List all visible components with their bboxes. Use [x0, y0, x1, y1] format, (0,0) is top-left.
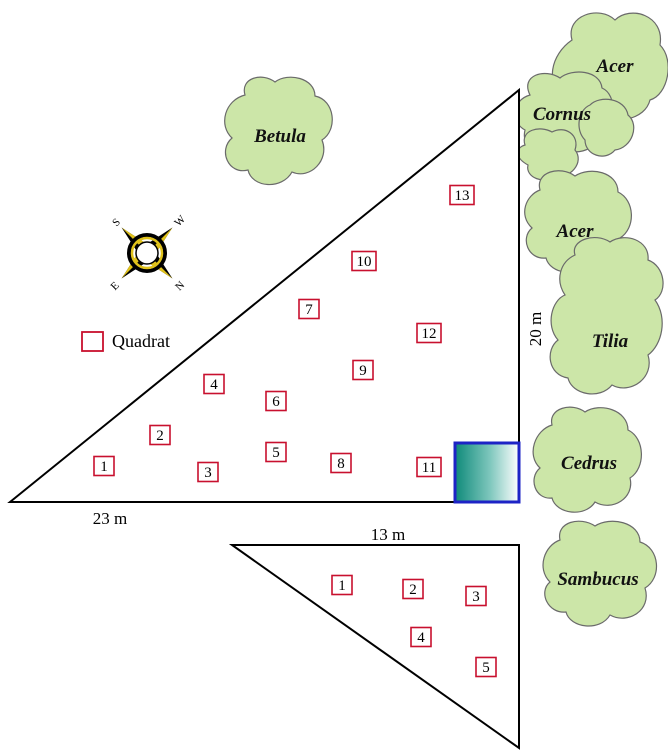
tree-label: Sambucus — [557, 569, 638, 590]
quadrat-box — [149, 424, 171, 446]
quadrat-label: 3 — [204, 465, 212, 481]
quadrat-5: 5 — [265, 441, 287, 463]
large-plot — [7, 87, 520, 503]
quadrat-box — [465, 585, 487, 607]
tree-label: Cedrus — [561, 453, 617, 474]
quadrat-label: 2 — [409, 582, 417, 598]
quadrat-label: 4 — [417, 630, 425, 646]
compass-letter: N — [173, 279, 187, 293]
quadrat-box — [265, 441, 287, 463]
quadrat-box — [203, 373, 225, 395]
quadrat-label: 1 — [338, 578, 346, 594]
quadrat-box — [475, 656, 497, 678]
legend: Quadrat — [81, 331, 170, 352]
quadrat-label: 1 — [100, 459, 108, 475]
quadrat-9: 9 — [352, 359, 374, 381]
quadrat-12: 12 — [416, 322, 442, 344]
quadrat-box — [331, 574, 353, 596]
compass-letter: E — [109, 279, 122, 292]
compass-letter: S — [110, 216, 123, 229]
tree-label: Betula — [253, 126, 306, 147]
quadrat-box — [298, 298, 320, 320]
quadrat-label: 4 — [210, 377, 218, 393]
quadrat-7: 7 — [298, 298, 320, 320]
quadrat-box — [416, 456, 442, 478]
legend-label: Quadrat — [112, 331, 170, 351]
quadrat-label: 10 — [357, 254, 372, 270]
quadrat-13: 13 — [449, 184, 475, 206]
quadrat-1: 1 — [331, 574, 353, 596]
quadrat-box — [352, 359, 374, 381]
base-dimension-label: 23 m — [93, 509, 127, 528]
quadrat-5: 5 — [475, 656, 497, 678]
quadrat-label: 2 — [156, 428, 164, 444]
compass-letter: W — [172, 213, 188, 229]
tree-betula: Betula — [224, 76, 333, 186]
tree-label: Acer — [556, 221, 595, 242]
quadrat-label: 5 — [272, 445, 280, 461]
quadrat-box — [197, 461, 219, 483]
quadrat-box — [410, 626, 432, 648]
quadrat-box — [416, 322, 442, 344]
tree-tilia: Tilia — [549, 237, 664, 395]
quadrat-4: 4 — [203, 373, 225, 395]
quadrat-label: 12 — [422, 326, 437, 342]
quadrat-10: 10 — [351, 250, 377, 272]
quadrat-6: 6 — [265, 390, 287, 412]
quadrat-2: 2 — [402, 578, 424, 600]
quadrat-label: 9 — [359, 363, 367, 379]
tree-sambucus: Sambucus — [542, 520, 658, 627]
quadrat-label: 6 — [272, 394, 280, 410]
tree-group: Acer Cornus Betula Acer Tilia Cedrus — [224, 12, 668, 627]
quadrat-box — [265, 390, 287, 412]
height-dimension-label: 20 m — [526, 312, 545, 346]
water-feature — [453, 441, 521, 504]
quadrat-label: 7 — [305, 302, 313, 318]
quadrat-4: 4 — [410, 626, 432, 648]
small-plot-quadrats: 1 2 3 4 5 — [331, 574, 497, 678]
quadrat-label: 3 — [472, 589, 480, 605]
tree-cedrus: Cedrus — [532, 406, 642, 513]
quadrat-legend-icon — [81, 331, 104, 352]
compass-icon: S W N E — [109, 213, 189, 293]
quadrat-box — [93, 455, 115, 477]
tree-label: Cornus — [533, 104, 591, 125]
quadrat-box — [449, 184, 475, 206]
quadrat-box — [402, 578, 424, 600]
quadrat-3: 3 — [465, 585, 487, 607]
quadrat-label: 13 — [455, 188, 470, 204]
tree-label: Tilia — [592, 331, 629, 352]
quadrat-label: 5 — [482, 660, 490, 676]
small-plot — [228, 544, 520, 750]
quadrat-11: 11 — [416, 456, 442, 478]
quadrat-box — [351, 250, 377, 272]
quadrat-box — [330, 452, 352, 474]
quadrat-label: 11 — [422, 460, 436, 476]
tree-cornus: Cornus — [514, 71, 635, 181]
tree-label: Acer — [596, 56, 635, 77]
quadrat-1: 1 — [93, 455, 115, 477]
quadrat-2: 2 — [149, 424, 171, 446]
small-plot-dimension-label: 13 m — [371, 525, 405, 544]
quadrat-3: 3 — [197, 461, 219, 483]
quadrat-8: 8 — [330, 452, 352, 474]
quadrat-label: 8 — [337, 456, 345, 472]
